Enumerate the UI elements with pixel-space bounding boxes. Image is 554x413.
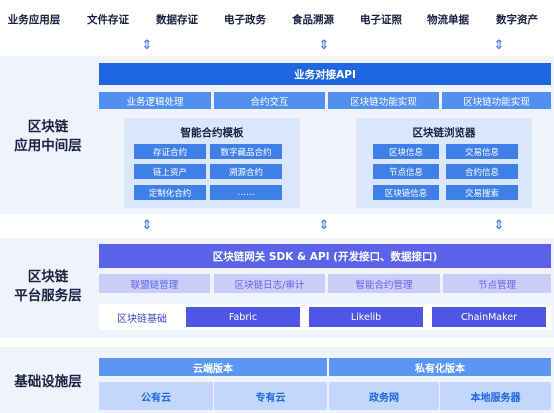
browser-item: 交易搜索 bbox=[446, 185, 518, 200]
feature-contract: 合约交互 bbox=[214, 92, 325, 109]
private-version-header: 私有化版本 bbox=[329, 358, 551, 376]
contract-template-title: 智能合约模板 bbox=[180, 126, 244, 139]
top-item-license: 电子证照 bbox=[360, 13, 402, 26]
contract-item: …… bbox=[210, 185, 282, 200]
service-contract: 智能合约管理 bbox=[328, 274, 440, 293]
contract-item: 存证合约 bbox=[134, 144, 206, 159]
blockchain-base-label: 区块链基础 bbox=[117, 313, 167, 325]
base-chainmaker: ChainMaker bbox=[432, 307, 546, 327]
arrow-icon: ⇕ bbox=[493, 38, 505, 53]
gateway-bar: 区块链网关 SDK & API (开发接口、数据接口) bbox=[99, 244, 551, 268]
arrow-icon: ⇕ bbox=[318, 218, 330, 233]
top-item-food: 食品溯源 bbox=[292, 13, 334, 26]
browser-item: 合约信息 bbox=[446, 164, 518, 179]
middle-layer-title-line2: 应用中间层 bbox=[14, 138, 82, 154]
browser-item: 区块信息 bbox=[373, 144, 439, 159]
infra-layer-title: 基础设施层 bbox=[14, 373, 82, 390]
middle-layer-title-line1: 区块链 bbox=[27, 119, 69, 135]
browser-item: 区块链信息 bbox=[373, 185, 439, 200]
top-item-file: 文件存证 bbox=[87, 13, 129, 26]
service-log: 区块链日志/审计 bbox=[214, 274, 325, 293]
infra-private-cloud: 专有云 bbox=[214, 382, 327, 410]
middle-layer-title: 区块链 应用中间层 bbox=[0, 118, 96, 156]
service-alliance: 联盟链管理 bbox=[99, 274, 210, 293]
platform-layer-title-line1: 区块链 bbox=[27, 269, 69, 285]
feature-chain-1: 区块链功能实现 bbox=[328, 92, 439, 109]
base-likelib: Likelib bbox=[309, 307, 423, 327]
feature-chain-2: 区块链功能实现 bbox=[442, 92, 551, 109]
arrow-icon: ⇕ bbox=[141, 218, 153, 233]
contract-item: 链上资产 bbox=[134, 164, 206, 179]
arrow-icon: ⇕ bbox=[318, 38, 330, 53]
top-item-asset: 数字资产 bbox=[496, 13, 538, 26]
arrow-icon: ⇕ bbox=[141, 38, 153, 53]
service-node: 节点管理 bbox=[443, 274, 551, 293]
platform-layer-title: 区块链 平台服务层 bbox=[0, 268, 96, 306]
browser-item: 交易信息 bbox=[446, 144, 518, 159]
top-item-logistics: 物流单据 bbox=[427, 13, 469, 26]
platform-layer-title-line2: 平台服务层 bbox=[14, 288, 82, 304]
top-item-data: 数据存证 bbox=[156, 13, 198, 26]
contract-item: 数字藏品合约 bbox=[210, 144, 282, 159]
browser-item: 节点信息 bbox=[373, 164, 439, 179]
top-item-gov: 电子政务 bbox=[224, 13, 266, 26]
arrow-icon: ⇕ bbox=[493, 218, 505, 233]
contract-item: 定制化合约 bbox=[134, 185, 206, 200]
cloud-version-header: 云端版本 bbox=[99, 358, 327, 376]
api-bar: 业务对接API bbox=[99, 63, 551, 85]
top-row-label: 业务应用层 bbox=[7, 13, 61, 26]
infra-local-server: 本地服务器 bbox=[440, 382, 551, 410]
base-fabric: Fabric bbox=[186, 307, 300, 327]
infra-public-cloud: 公有云 bbox=[99, 382, 213, 410]
feature-logic: 业务逻辑处理 bbox=[99, 92, 211, 109]
contract-item: 溯源合约 bbox=[210, 164, 282, 179]
infra-gov-network: 政务网 bbox=[329, 382, 439, 410]
browser-title: 区块链浏览器 bbox=[412, 126, 476, 139]
